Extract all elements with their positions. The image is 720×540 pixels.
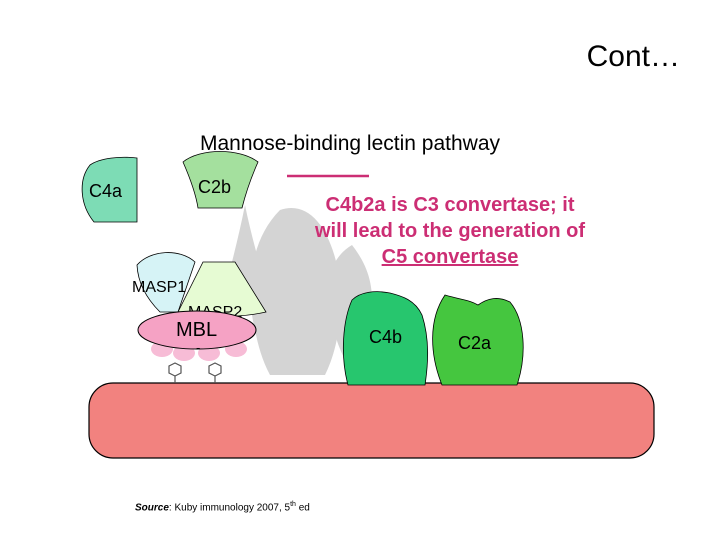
convertase-note: C4b2a is C3 convertase; it will lead to … bbox=[276, 192, 624, 270]
c4b-protein bbox=[342, 291, 429, 386]
source-citation: Source: Kuby immunology 2007, 5th ed bbox=[135, 501, 310, 513]
note-line-3: C5 convertase bbox=[381, 246, 519, 268]
source-tail: ed bbox=[295, 502, 310, 514]
c4a-fragment bbox=[81, 156, 138, 223]
c4b-label: C4b bbox=[369, 327, 402, 347]
c4a-label: C4a bbox=[89, 181, 123, 201]
pathway-subtitle: Mannose-binding lectin pathway bbox=[199, 132, 501, 155]
cell-membrane bbox=[88, 382, 655, 459]
masp1-label: MASP1 bbox=[132, 279, 186, 296]
mbl-label: MBL bbox=[176, 319, 217, 341]
c4b-grey-silhouette bbox=[250, 208, 341, 375]
mbl-dash: - bbox=[196, 340, 200, 355]
carbohydrate-stalks bbox=[168, 362, 222, 383]
c2a-protein bbox=[432, 294, 524, 386]
c2b-fragment bbox=[182, 151, 259, 209]
source-label: Source bbox=[135, 502, 169, 514]
note-line-2: will lead to the generation of bbox=[314, 220, 586, 242]
slide-title: Cont… bbox=[586, 40, 680, 73]
source-sup: th bbox=[290, 501, 296, 508]
note-line-1: C4b2a is C3 convertase; it bbox=[325, 194, 575, 216]
masp1-protein bbox=[136, 252, 196, 313]
c2a-label: C2a bbox=[458, 333, 492, 353]
source-text: : Kuby immunology 2007, 5 bbox=[168, 502, 291, 514]
c2b-label: C2b bbox=[198, 177, 231, 197]
mbl-protein bbox=[137, 310, 257, 350]
